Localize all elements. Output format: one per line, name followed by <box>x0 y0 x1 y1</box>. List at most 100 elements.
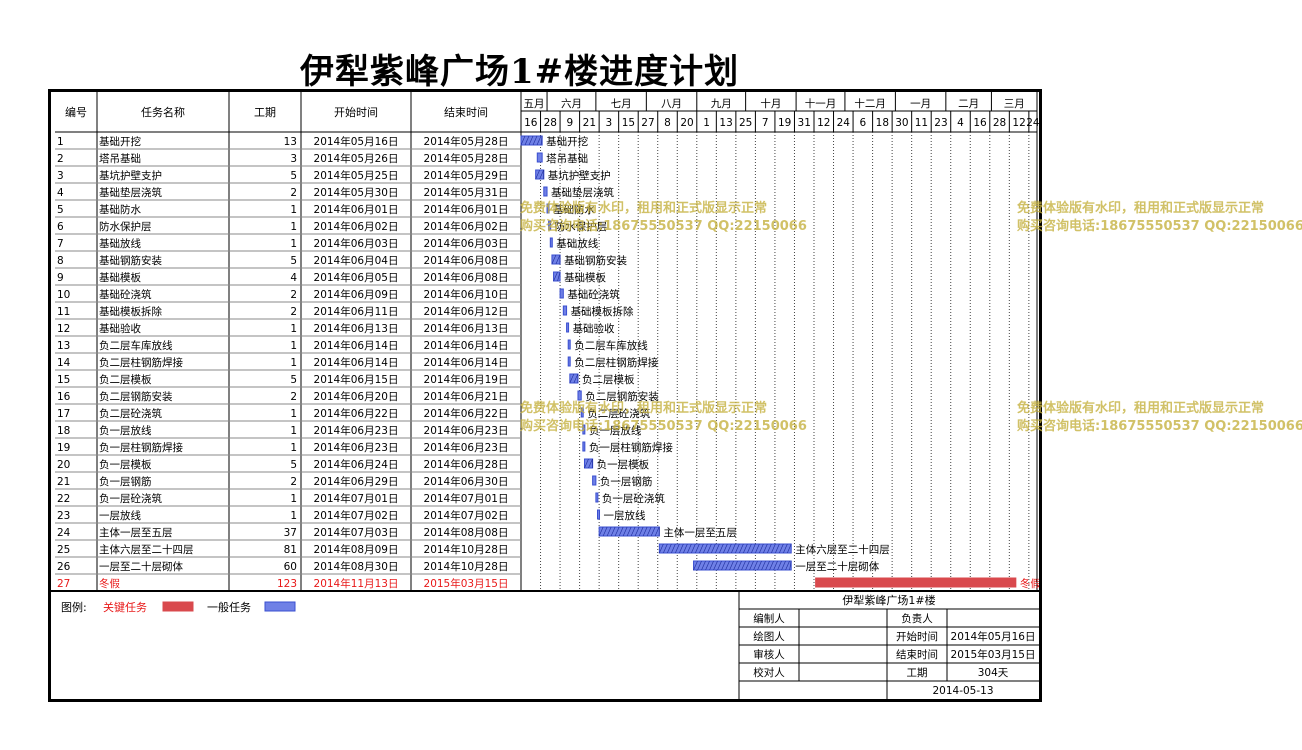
bar-hatch <box>763 543 768 554</box>
task-id: 24 <box>57 527 71 539</box>
legend-critical-swatch <box>162 601 194 612</box>
info-date: 2014-05-13 <box>932 685 993 697</box>
month-label: 十一月 <box>805 97 837 110</box>
month-label: 七月 <box>611 98 632 110</box>
gantt-bar <box>567 339 571 350</box>
day-tick-label: 19 <box>778 117 791 129</box>
task-end: 2014年06月23日 <box>424 441 509 454</box>
task-duration: 1 <box>290 425 297 437</box>
task-start: 2014年06月23日 <box>314 441 399 454</box>
bar-hatch <box>671 543 676 554</box>
gantt-bar <box>592 475 597 486</box>
gantt-bar <box>546 203 550 214</box>
gantt-bar-label: 基础砼浇筑 <box>567 288 620 301</box>
gantt-bar <box>551 254 561 265</box>
task-duration: 2 <box>290 289 297 301</box>
month-label: 三月 <box>1004 98 1025 110</box>
bar-hatch <box>701 560 706 571</box>
bar-hatch <box>654 526 660 537</box>
task-duration: 2 <box>290 391 297 403</box>
bar-hatch <box>703 543 708 554</box>
task-end: 2014年06月03日 <box>424 237 509 250</box>
day-tick-label: 27 <box>641 117 654 129</box>
bar-hatch <box>535 169 540 180</box>
month-label: 十二月 <box>854 97 886 110</box>
task-name: 负一层柱钢筋焊接 <box>99 441 183 454</box>
task-start: 2014年07月01日 <box>314 492 399 505</box>
task-duration: 1 <box>290 357 297 369</box>
bar-hatch <box>606 526 612 537</box>
task-name: 基础模板拆除 <box>99 305 162 318</box>
task-id: 13 <box>57 340 70 352</box>
day-tick-label: 16 <box>973 117 987 129</box>
gantt-bar-label: 基坑护壁支护 <box>548 169 611 182</box>
task-end: 2014年06月14日 <box>424 339 509 352</box>
bar-hatch <box>532 135 538 146</box>
bar-hatch <box>610 526 616 537</box>
bar-hatch <box>569 373 575 384</box>
task-start: 2014年07月02日 <box>314 509 399 522</box>
gantt-bar-label: 主体六层至二十四层 <box>795 543 890 556</box>
watermark-2: 免费体验版有水印，租用和正式版显示正常 购买咨询电话:18675550537 Q… <box>1017 200 1302 236</box>
info-value: 2014年05月16日 <box>951 630 1036 643</box>
info-label: 校对人 <box>753 666 785 679</box>
task-end: 2014年06月14日 <box>424 356 509 369</box>
task-name: 基础防水 <box>99 203 141 216</box>
gantt-bar <box>595 492 599 503</box>
task-name: 基础砼浇筑 <box>99 288 152 301</box>
task-end: 2015年03月15日 <box>424 577 509 590</box>
task-duration: 5 <box>290 374 297 386</box>
task-id: 15 <box>57 374 70 386</box>
gantt-bar-label: 塔吊基础 <box>546 152 588 165</box>
bar-hatch <box>757 560 762 571</box>
bar-hatch <box>771 543 776 554</box>
bar-hatch <box>725 560 730 571</box>
day-tick-label: 23 <box>934 117 947 129</box>
task-name: 负二层柱钢筋焊接 <box>99 356 183 369</box>
task-duration: 1 <box>290 408 297 420</box>
task-duration: 1 <box>290 323 297 335</box>
task-id: 8 <box>57 255 64 267</box>
bar-hatch <box>713 560 718 571</box>
gantt-bar <box>583 458 594 469</box>
bar-hatch <box>773 560 778 571</box>
info-label: 开始时间 <box>896 630 938 643</box>
task-name: 基础验收 <box>99 322 141 335</box>
gantt-bar <box>549 237 553 248</box>
gantt-bar <box>520 135 543 146</box>
info-value: 304天 <box>978 667 1009 679</box>
bar-hatch <box>781 560 786 571</box>
bar-hatch <box>650 526 656 537</box>
task-id: 1 <box>57 136 64 148</box>
bar-hatch <box>715 543 720 554</box>
task-start: 2014年05月25日 <box>314 169 399 182</box>
task-start: 2014年05月16日 <box>314 135 399 148</box>
gantt-bar-label: 基础垫层浇筑 <box>551 186 614 199</box>
bar-hatch <box>765 560 770 571</box>
watermark-line2: 购买咨询电话:18675550537 QQ:22150066 <box>1017 219 1302 234</box>
bar-hatch <box>667 543 672 554</box>
task-end: 2014年06月30日 <box>424 475 509 488</box>
watermark-4: 免费体验版有水印，租用和正式版显示正常 购买咨询电话:18675550537 Q… <box>1017 400 1302 436</box>
day-tick-label: 11 <box>915 117 928 129</box>
task-duration: 2 <box>290 306 297 318</box>
task-id: 4 <box>57 187 64 199</box>
bar-hatch <box>520 135 526 146</box>
task-end: 2014年06月12日 <box>424 305 509 318</box>
gantt-bar-label: 一层至二十层砌体 <box>795 560 879 573</box>
task-end: 2014年06月23日 <box>424 424 509 437</box>
legend-normal-label: 一般任务 <box>207 601 251 614</box>
gantt-frame: 编号任务名称工期开始时间结束时间五月六月七月八月九月十月十一月十二月一月二月三月… <box>48 89 1042 702</box>
task-end: 2014年06月13日 <box>424 322 509 335</box>
gantt-bar <box>548 220 552 231</box>
gantt-bar <box>580 407 584 418</box>
info-value: 2015年03月15日 <box>951 648 1036 661</box>
bar-hatch <box>737 560 742 571</box>
bar-hatch <box>775 543 780 554</box>
task-end: 2014年06月22日 <box>424 407 509 420</box>
task-id: 26 <box>57 561 71 573</box>
task-start: 2014年06月14日 <box>314 356 399 369</box>
gantt-bar-label: 基础验收 <box>573 322 615 335</box>
day-tick-label: 12 <box>1012 117 1025 129</box>
task-duration: 37 <box>284 527 297 539</box>
